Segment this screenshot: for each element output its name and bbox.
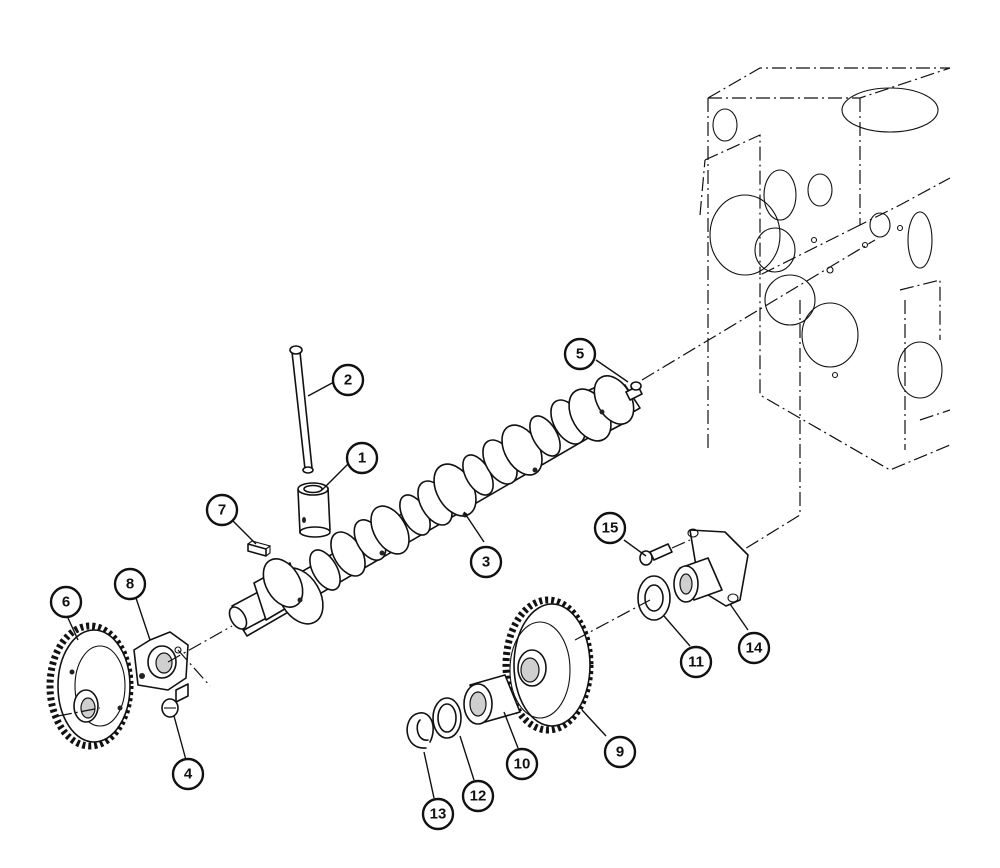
tappet — [297, 482, 331, 538]
camshaft-gear — [46, 622, 134, 750]
callout-9-label: 9 — [616, 744, 624, 761]
camshaft — [228, 375, 641, 637]
callout-4-label: 4 — [184, 766, 193, 783]
engine-block — [699, 67, 951, 471]
callout-7-label: 7 — [218, 502, 226, 519]
screw-15 — [639, 539, 691, 566]
callout-1-label: 1 — [358, 450, 366, 467]
thrust-washer — [432, 697, 462, 739]
callout-14-label: 14 — [746, 640, 763, 657]
callout-11: 11 — [679, 645, 713, 679]
callout-3: 3 — [469, 545, 503, 579]
alignment-line-plate — [167, 625, 233, 687]
callout-7: 7 — [205, 493, 239, 527]
callout-6: 6 — [49, 585, 83, 619]
leader-lines — [67, 359, 749, 799]
callout-5: 5 — [563, 337, 597, 371]
push-rod — [289, 345, 314, 474]
callout-2-label: 2 — [344, 372, 352, 389]
callout-14: 14 — [737, 631, 771, 665]
callout-15-label: 15 — [602, 520, 619, 537]
callout-11-label: 11 — [688, 654, 704, 671]
callout-8-label: 8 — [126, 576, 134, 593]
snap-ring — [406, 712, 434, 749]
callout-13: 13 — [421, 797, 455, 831]
alignment-line-idler — [574, 599, 651, 641]
callout-13-label: 13 — [430, 806, 447, 823]
thrust-plate — [133, 631, 189, 691]
callout-10-label: 10 — [514, 756, 531, 773]
callout-15: 15 — [593, 511, 627, 545]
callout-8: 8 — [113, 567, 147, 601]
callout-6-label: 6 — [62, 594, 70, 611]
callout-12-label: 12 — [470, 788, 487, 805]
idler-shaft-plate — [673, 528, 749, 607]
bolt-4 — [161, 683, 189, 718]
washer-11 — [637, 575, 671, 621]
woodruff-key — [247, 540, 272, 557]
idler-gear — [502, 596, 594, 734]
callout-4: 4 — [171, 757, 205, 791]
callout-12: 12 — [461, 779, 495, 813]
callout-5-label: 5 — [576, 346, 584, 363]
callout-10: 10 — [505, 747, 539, 781]
callout-1: 1 — [345, 441, 379, 475]
callout-9: 9 — [603, 735, 637, 769]
callout-2: 2 — [331, 363, 365, 397]
alignment-line-block — [641, 239, 876, 381]
bushing — [463, 674, 521, 725]
callout-3-label: 3 — [482, 554, 490, 571]
screw-5 — [625, 381, 643, 401]
alignment-line-gear — [57, 707, 101, 717]
alignment-line-cover — [734, 300, 801, 556]
